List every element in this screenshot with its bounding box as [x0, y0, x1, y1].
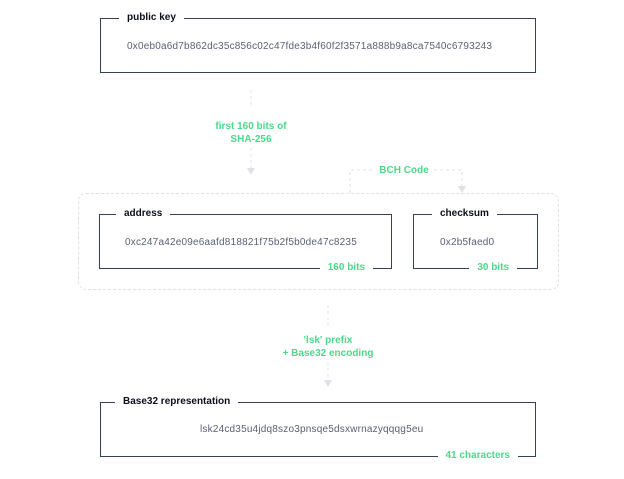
base32-value: lsk24cd35u4jdq8szo3pnsqe5dsxwrnazyqqqg5e…: [200, 424, 424, 435]
connector-bch: [349, 169, 374, 193]
arrowhead-down-icon: [458, 186, 466, 193]
public-key-value: 0x0eb0a6d7b862dc35c856c02c47fde3b4f60f2f…: [127, 41, 493, 52]
hash-step-label: first 160 bits of SHA-256: [201, 120, 301, 146]
bch-code-label: BCH Code: [379, 165, 429, 176]
checksum-box: checksum 0x2b5faed0 30 bits: [413, 206, 538, 275]
arrowhead-down-icon: [324, 380, 332, 387]
base32-box: Base32 representation lsk24cd35u4jdq8szo…: [100, 394, 536, 463]
address-checksum-group: [78, 193, 559, 290]
arrowhead-down-icon: [247, 168, 255, 175]
encoding-step-label: 'lsk' prefix + Base32 encoding: [268, 334, 388, 360]
encoding-step-line2: + Base32 encoding: [282, 348, 374, 359]
checksum-title: checksum: [432, 206, 497, 222]
address-bit-count: 160 bits: [319, 261, 373, 275]
address-title: address: [116, 206, 171, 222]
base32-character-count: 41 characters: [437, 449, 518, 463]
connector-bch-right: [434, 169, 463, 186]
base32-title: Base32 representation: [115, 394, 239, 410]
hash-step-line1: first 160 bits of: [215, 121, 287, 132]
address-box: address 0xc247a42e09e6aafd818821f75b2f5b…: [99, 206, 392, 275]
public-key-box: public key 0x0eb0a6d7b862dc35c856c02c47f…: [100, 10, 536, 73]
encoding-step-line1: 'lsk' prefix: [303, 335, 353, 346]
hash-step-line2: SHA-256: [230, 134, 272, 145]
address-value: 0xc247a42e09e6aafd818821f75b2f5b0de47c82…: [125, 237, 357, 248]
checksum-value: 0x2b5faed0: [440, 237, 495, 248]
checksum-bit-count: 30 bits: [469, 261, 517, 275]
public-key-title: public key: [119, 10, 184, 26]
